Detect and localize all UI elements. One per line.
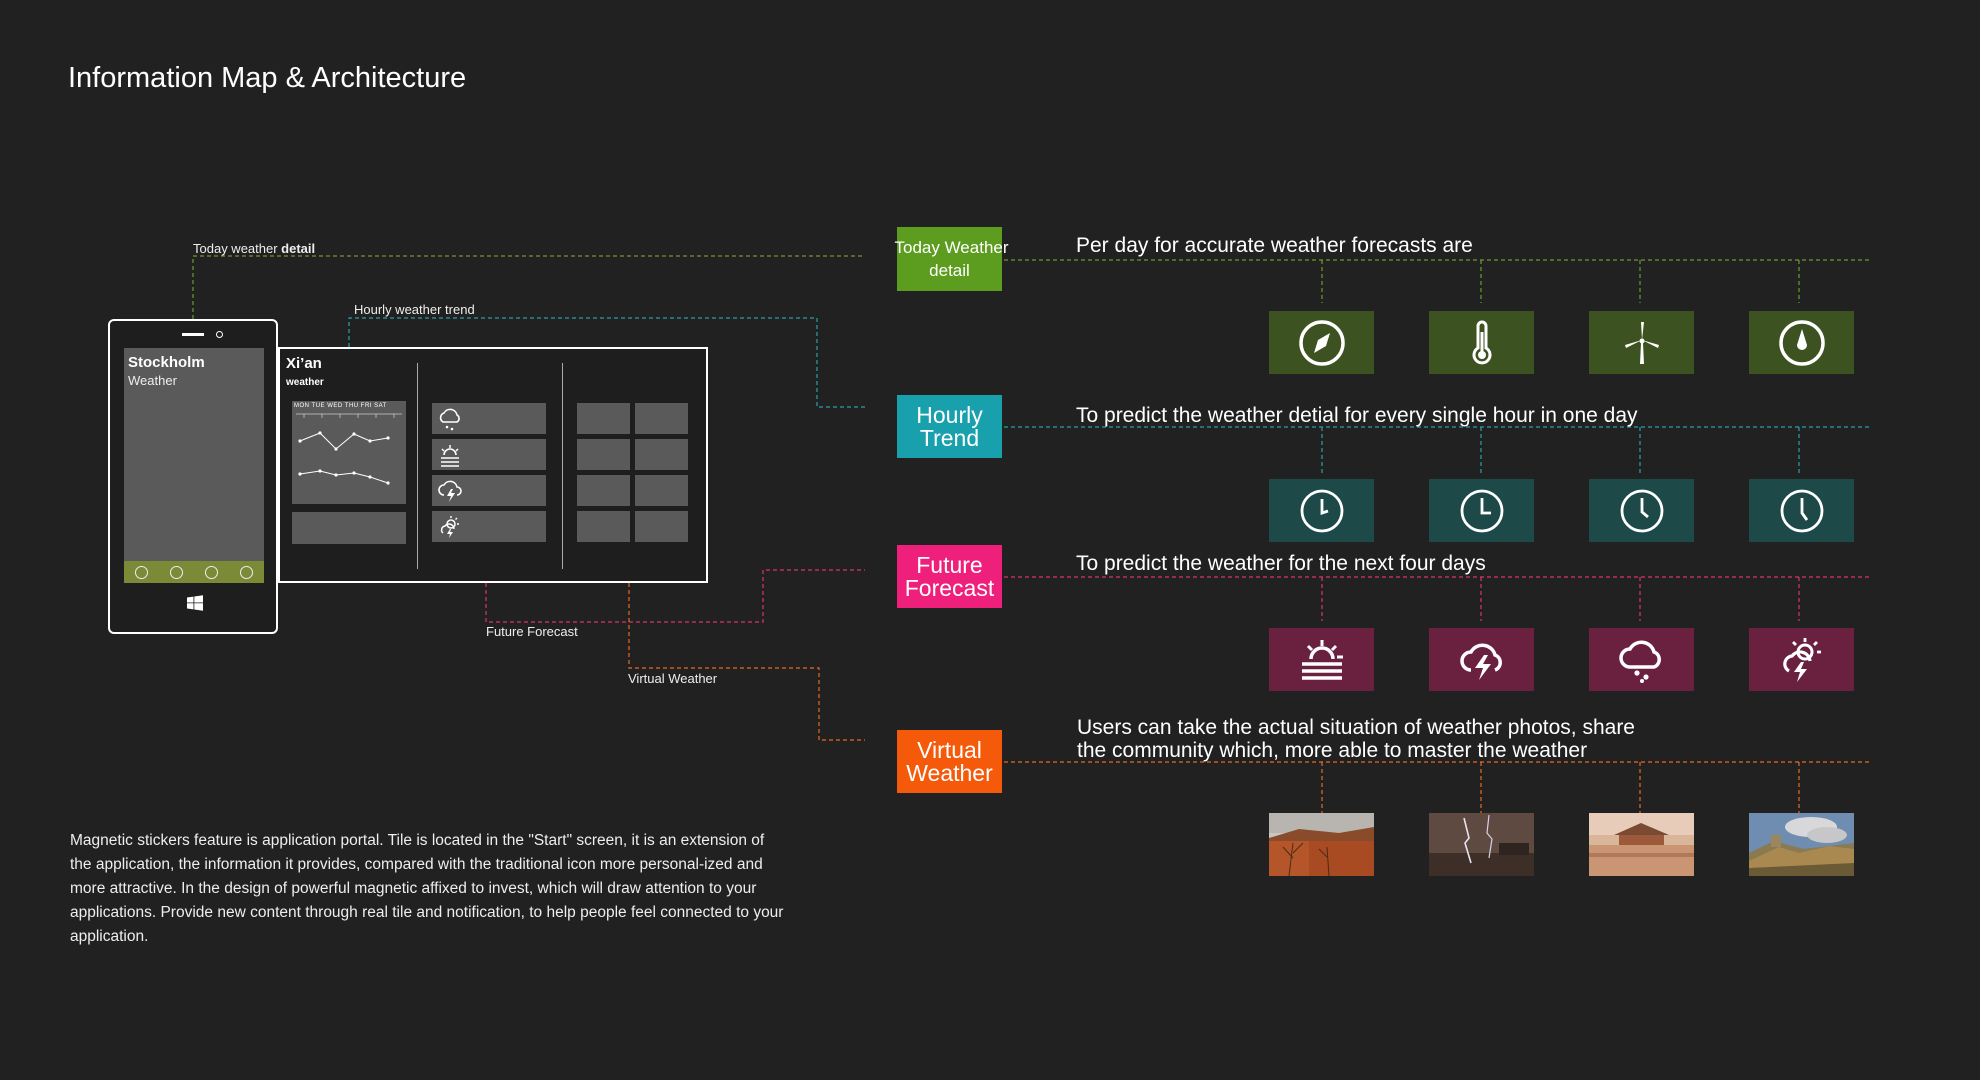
forecast-row [432,475,546,506]
today-icon-tile[interactable] [1749,311,1854,374]
photo-palace-courtyard[interactable] [1589,813,1694,876]
small-icon [205,565,218,579]
forecast-row [432,511,546,542]
app-subtitle: weather [286,377,324,388]
today-icon-tile[interactable] [1429,311,1534,374]
forecast-row [432,403,546,434]
description-virtual-line-2: the community which, more able to master… [1077,739,1588,762]
clock-icon [1460,489,1503,532]
phone-tile-icon-bar [124,561,264,583]
grid-tile [577,475,630,506]
label-hourly-weather-trend: Hourly weather trend [354,302,475,317]
category-label-line: Future [916,551,983,578]
phone-tile-subtitle: Weather [128,373,177,388]
label-today-weather-detail: Today weather detail [193,241,315,256]
category-virtual-weather[interactable]: Virtual Weather [897,730,1002,793]
thermometer-icon [1472,320,1491,364]
category-label-line: Forecast [904,574,995,601]
clock-icon [1300,489,1343,532]
forecast-icon-tile[interactable] [1429,628,1534,691]
sunrise-fog-icon [1301,639,1343,680]
grid-tile [635,475,688,506]
sun-storm-icon [440,516,459,538]
rain-cloud-icon [1618,639,1661,683]
forecast-icon-tile[interactable] [1269,628,1374,691]
category-label-line: Trend [919,424,980,451]
photo-palace-wall[interactable] [1269,813,1374,876]
hourly-icon-tile[interactable] [1749,479,1854,542]
phone-live-tile[interactable]: Stockholm Weather [124,348,264,583]
clock-icon [1780,489,1823,532]
thunderstorm-icon [1459,642,1502,680]
sun-storm-icon [1782,637,1821,682]
chart-footer-box [292,512,406,544]
column-divider [417,363,418,569]
phone-mockup: Stockholm Weather [108,319,278,634]
app-city: Xi’an [286,355,322,372]
grid-tile [577,403,630,434]
forecast-icon-tile[interactable] [1749,628,1854,691]
label-today-prefix: Today weather [193,241,282,256]
description-virtual-line-1: Users can take the actual situation of w… [1077,716,1635,739]
category-label-line: Today Weather [894,238,1009,257]
hourly-icon-tile[interactable] [1269,479,1374,542]
today-icon-tile[interactable] [1269,311,1374,374]
chart-day-labels: MON TUE WED THU FRI SAT [294,403,387,409]
description-hourly: To predict the weather detial for every … [1076,404,1638,427]
phone-camera [216,331,223,338]
phone-tile-city: Stockholm [128,354,205,371]
wind-turbine-icon [1624,321,1659,364]
photo-lightning[interactable] [1429,813,1534,876]
clock-icon [1620,489,1663,532]
gauge-icon [1778,319,1825,366]
page-title: Information Map & Architecture [68,62,467,94]
forecast-icon-tile[interactable] [1589,628,1694,691]
small-icon [135,565,148,579]
sunrise-fog-icon [441,445,459,467]
label-today-bold: detail [281,241,316,256]
trend-lines [296,413,402,485]
hourly-icon-tile[interactable] [1589,479,1694,542]
small-icon [240,565,253,579]
description-paragraph: Magnetic stickers feature is application… [70,832,784,945]
small-icon [170,565,183,579]
category-label-line: Virtual [917,736,982,763]
hourly-icon-tile[interactable] [1429,479,1534,542]
category-future-forecast[interactable]: Future Forecast [897,545,1002,608]
forecast-row [432,439,546,470]
grid-tile [577,439,630,470]
description-future: To predict the weather for the next four… [1076,552,1486,575]
phone-speaker [182,333,204,336]
category-label-line: Hourly [916,401,983,428]
grid-tile [635,403,688,434]
photo-great-wall[interactable] [1749,813,1854,876]
category-label-line: detail [929,261,970,280]
grid-tile [577,511,630,542]
today-icon-tile[interactable] [1589,311,1694,374]
category-label-line: Weather [906,759,993,786]
windows-logo-icon[interactable] [187,595,203,611]
description-today: Per day for accurate weather forecasts a… [1076,234,1473,257]
hourly-trend-chart: MON TUE WED THU FRI SAT [292,401,406,504]
label-virtual-weather: Virtual Weather [628,671,718,686]
column-divider [562,363,563,569]
grid-tile [635,439,688,470]
grid-tile [635,511,688,542]
category-today-weather-detail[interactable]: Today Weather detail [894,227,1009,291]
rain-cloud-icon [439,408,460,431]
label-future-forecast: Future Forecast [486,624,578,639]
app-screen-mockup: Xi’an weather MON TUE WED THU FRI SAT [278,347,708,583]
category-hourly-trend[interactable]: Hourly Trend [897,395,1002,458]
thunderstorm-icon [438,480,462,502]
compass-icon [1298,319,1345,366]
